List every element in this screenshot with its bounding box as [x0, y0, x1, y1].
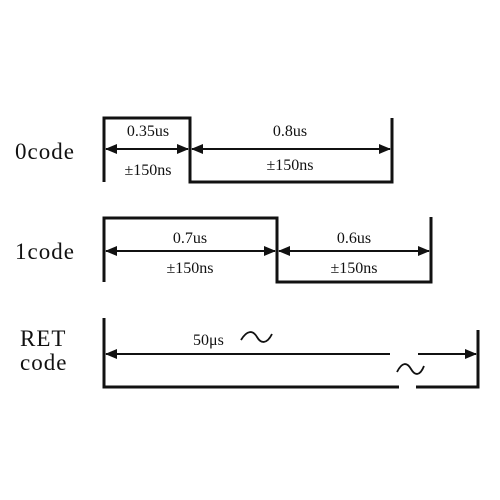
- row-1code-low-time: 0.6us: [337, 230, 371, 247]
- row-ret-waveform-right: [416, 330, 480, 389]
- row-0code-high-tolerance: ±150ns: [124, 162, 171, 179]
- row-ret-break-tilde-icon: [396, 363, 425, 375]
- row-1code-waveform: [102, 216, 433, 284]
- row-ret-waveform-left: [102, 318, 399, 389]
- row-0code-low-time: 0.8us: [273, 123, 307, 140]
- row-ret-low-time: 50μs: [193, 332, 224, 349]
- row-0code-high-time: 0.35us: [127, 123, 169, 140]
- row-1code-low-tolerance: ±150ns: [330, 260, 377, 277]
- row-ret-label-line1: RET: [20, 326, 66, 351]
- row-1code-label: 1code: [15, 239, 75, 264]
- row-0code-low-tolerance: ±150ns: [266, 157, 313, 174]
- row-0code-waveform: [102, 116, 394, 184]
- row-0code-label: 0code: [15, 139, 75, 164]
- row-ret-label-line2: code: [20, 350, 67, 375]
- row-1code-high-tolerance: ±150ns: [166, 260, 213, 277]
- row-ret-tilde-icon: [240, 331, 273, 343]
- row-1code-high-time: 0.7us: [173, 230, 207, 247]
